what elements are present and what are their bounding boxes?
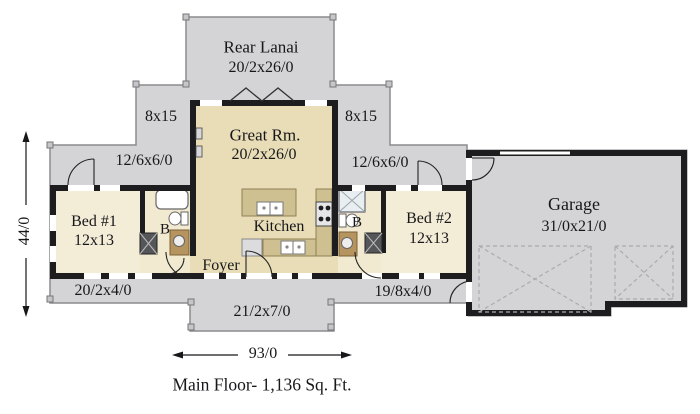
porch-8x15-right-label: 8x15: [345, 108, 377, 125]
closet-icon: [364, 232, 383, 254]
door-arc: [449, 280, 473, 304]
toilet-icon: [338, 213, 359, 228]
porch-posts: [46, 13, 393, 331]
island-sink-icon: [256, 201, 284, 216]
shower-icon: [338, 188, 366, 213]
toilet-icon: [168, 211, 189, 226]
sink-icon: [341, 237, 353, 249]
bath1-fixtures: [155, 189, 190, 256]
front-porch-center-dims: 21/2x7/0: [233, 303, 291, 320]
rear-lanai-label: Rear Lanai: [223, 37, 299, 57]
patio-left-dims: 12/6x6/0: [115, 152, 173, 169]
bathtub-icon: [155, 189, 189, 210]
height-dimension-arrow: [22, 131, 30, 317]
bath2-label: B: [351, 214, 363, 231]
kitchen-sink-icon: [280, 240, 306, 255]
door-arc: [245, 250, 273, 278]
rear-lanai-dims: 20/2x26/0: [228, 59, 294, 76]
door-arc: [167, 257, 185, 275]
garage-dims: 31/0x21/0: [541, 218, 607, 235]
dimension-lines: [22, 131, 352, 359]
bath1-label: B: [159, 221, 171, 238]
front-porch-left-dims: 20/2x4/0: [74, 282, 132, 299]
kitchen-fixtures: [241, 188, 333, 257]
garage-parking-dashed: [478, 245, 674, 313]
closet-icon: [139, 232, 158, 255]
caption: Main Floor- 1,136 Sq. Ft.: [172, 374, 352, 395]
great-room-label: Great Rm.: [229, 125, 301, 145]
width-dimension-arrow: [172, 351, 352, 359]
door-arc: [354, 251, 382, 279]
foyer-pass-right: [332, 256, 338, 273]
kitchen-label: Kitchen: [253, 218, 305, 235]
foyer-label: Foyer: [202, 257, 240, 274]
foyer-pass-left: [190, 256, 196, 273]
bed1-label: Bed #1: [71, 213, 117, 230]
garage-label: Garage: [548, 194, 600, 214]
closets: [139, 232, 383, 255]
door-arc: [417, 160, 443, 186]
door-arc: [471, 157, 495, 181]
bed1-dims: 12x13: [74, 232, 114, 249]
bed1-floor: [56, 191, 140, 273]
porch-8x15-left-label: 8x15: [145, 108, 177, 125]
stove-icon: [315, 201, 333, 227]
bed2-floor: [381, 191, 466, 273]
width-dimension-label: 93/0: [248, 345, 278, 362]
height-dimension-label: 44/0: [16, 216, 33, 246]
ceiling-zigzag: [229, 87, 295, 102]
fireplace-niche: [195, 127, 203, 158]
patio-right-dims: 12/6x6/0: [351, 154, 409, 171]
front-porch-right-dims: 19/8x4/0: [374, 283, 432, 300]
door-arc: [67, 158, 95, 186]
refrigerator-icon: [241, 238, 263, 257]
bed2-label: Bed #2: [406, 210, 452, 227]
bed2-dims: 12x13: [409, 230, 449, 247]
door-arc: [165, 251, 193, 279]
door-arcs: [67, 157, 495, 304]
great-room-dims: 20/2x26/0: [231, 146, 297, 163]
sink-icon: [173, 235, 185, 247]
